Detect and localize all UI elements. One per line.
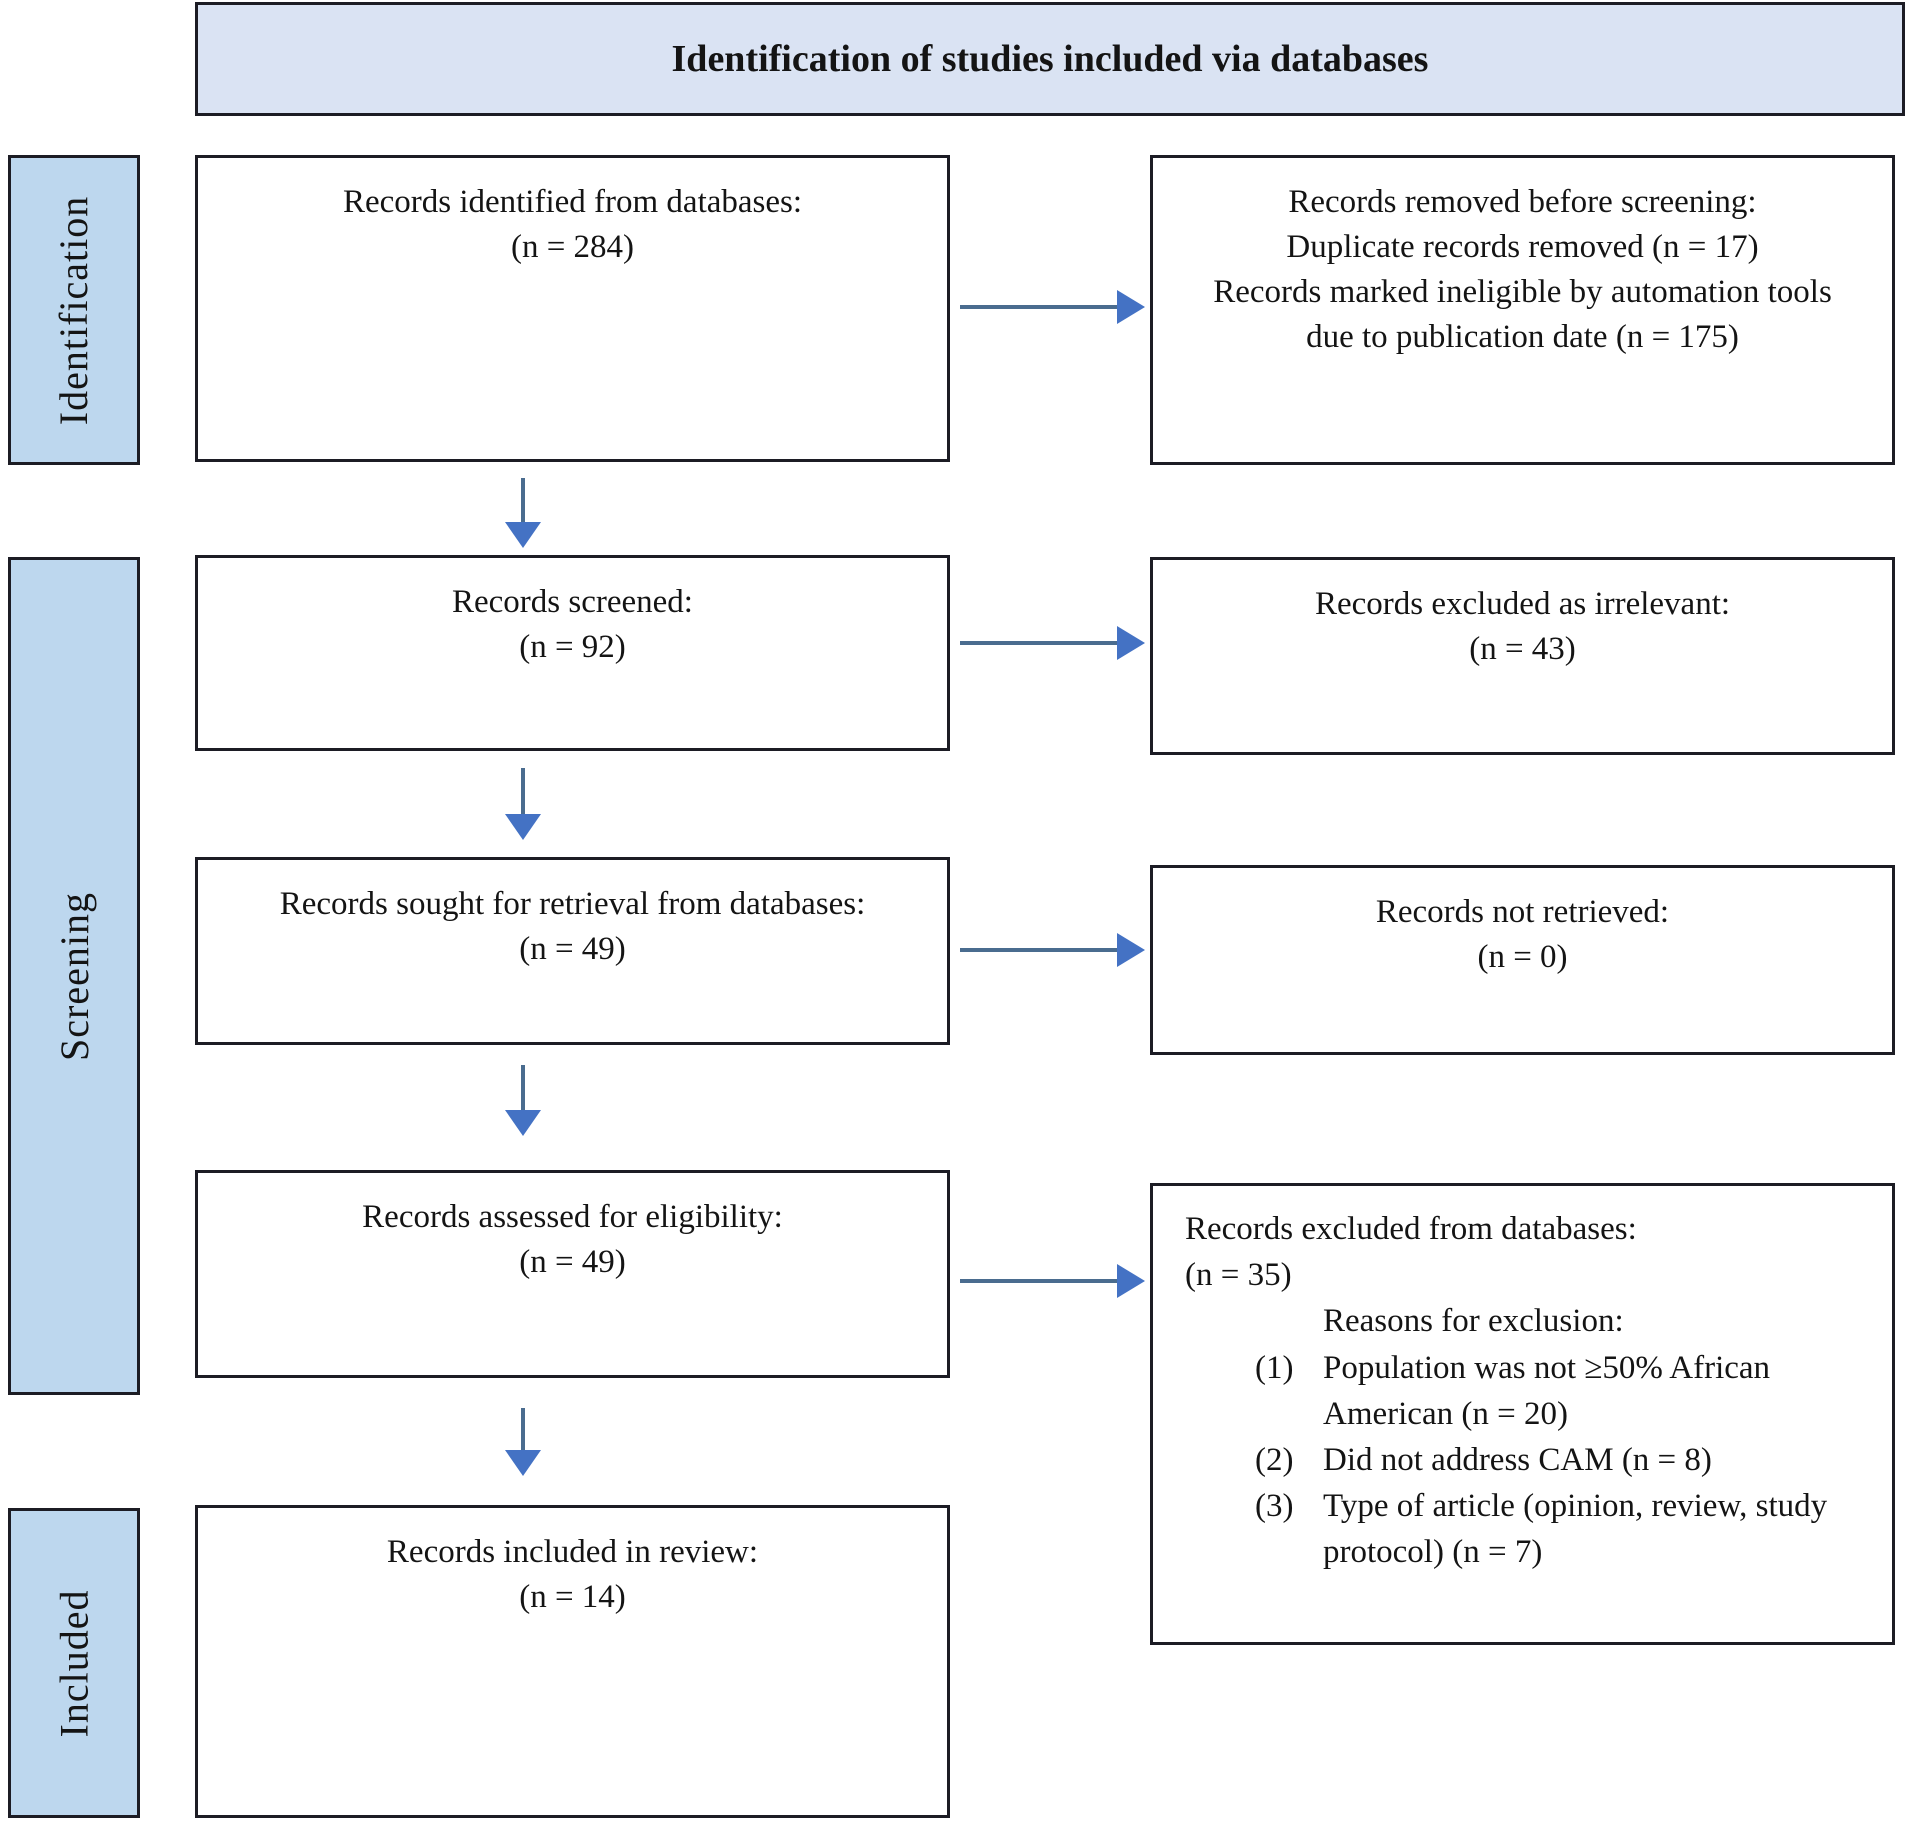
box-records-removed-before-screening: Records removed before screening: Duplic…: [1150, 155, 1895, 465]
reason-text: Type of article (opinion, review, study …: [1323, 1488, 1828, 1571]
text-line: (n = 284): [510, 228, 635, 265]
text-line: (n = 92): [519, 628, 626, 665]
arrow-head-icon: [505, 814, 541, 840]
reason-item: (3) Type of article (opinion, review, st…: [1255, 1483, 1864, 1575]
reason-text: Population was not ≥50% African American…: [1323, 1349, 1771, 1432]
arrow-line: [960, 305, 1117, 309]
arrow-line: [521, 768, 525, 814]
text-line: (n = 14): [519, 1578, 626, 1615]
text-line: (n = 43): [1469, 630, 1576, 667]
text-line: Records sought for retrieval from databa…: [279, 886, 866, 922]
stage-included: Included: [8, 1508, 140, 1818]
arrow-head-icon: [505, 1110, 541, 1136]
text-line: Records removed before screening:: [1288, 184, 1757, 220]
box-records-excluded-irrelevant: Records excluded as irrelevant: (n = 43): [1150, 557, 1895, 755]
arrow-line: [960, 1279, 1117, 1283]
box-records-sought-retrieval: Records sought for retrieval from databa…: [195, 857, 950, 1045]
stage-identification-label: Identification: [51, 195, 97, 425]
text-line: Records excluded from databases:: [1185, 1211, 1637, 1247]
stage-identification: Identification: [8, 155, 140, 465]
arrow-head-icon: [1117, 290, 1145, 324]
text-line: (n = 0): [1477, 938, 1568, 975]
text-line: Records identified from databases:: [342, 184, 803, 220]
arrow-assessed-to-excluded-databases: [960, 1264, 1145, 1298]
arrow-head-icon: [1117, 626, 1145, 660]
box-records-excluded-from-databases: Records excluded from databases: (n = 35…: [1150, 1183, 1895, 1645]
text-line: Duplicate records removed (n = 17): [1286, 228, 1759, 265]
arrow-identified-to-removed: [960, 290, 1145, 324]
reason-number: (1): [1255, 1349, 1294, 1386]
reason-item: (2) Did not address CAM (n = 8): [1255, 1437, 1864, 1483]
arrow-line: [521, 478, 525, 522]
box-records-identified: Records identified from databases: (n = …: [195, 155, 950, 462]
arrow-line: [521, 1408, 525, 1450]
text-line: Records not retrieved:: [1375, 894, 1670, 930]
text-line: Records assessed for eligibility:: [362, 1199, 783, 1235]
arrow-screened-to-excluded: [960, 626, 1145, 660]
arrow-line: [521, 1065, 525, 1110]
arrow-head-icon: [1117, 933, 1145, 967]
stage-screening-label: Screening: [51, 891, 97, 1061]
text-line: (n = 49): [519, 1243, 626, 1280]
arrow-assessed-to-included: [505, 1408, 541, 1476]
box-records-not-retrieved: Records not retrieved: (n = 0): [1150, 865, 1895, 1055]
arrow-identified-to-screened: [505, 478, 541, 548]
arrow-sought-to-assessed: [505, 1065, 541, 1136]
diagram-title: Identification of studies included via d…: [671, 38, 1429, 80]
text-line: Records excluded as irrelevant:: [1314, 586, 1731, 622]
text-line: Records included in review:: [386, 1534, 759, 1570]
arrow-head-icon: [1117, 1264, 1145, 1298]
arrow-line: [960, 948, 1117, 952]
box-records-included: Records included in review: (n = 14): [195, 1505, 950, 1818]
text-line: Records screened:: [452, 584, 693, 620]
reason-number: (2): [1255, 1441, 1294, 1478]
text-line: Records marked ineligible by automation …: [1213, 273, 1832, 355]
arrow-head-icon: [505, 522, 541, 548]
title-banner: Identification of studies included via d…: [195, 2, 1905, 116]
arrow-screened-to-sought: [505, 768, 541, 840]
reasons-title: Reasons for exclusion:: [1323, 1303, 1624, 1340]
stage-screening: Screening: [8, 557, 140, 1395]
reason-text: Did not address CAM (n = 8): [1323, 1441, 1712, 1478]
arrow-head-icon: [505, 1450, 541, 1476]
arrow-line: [960, 641, 1117, 645]
box-records-assessed: Records assessed for eligibility: (n = 4…: [195, 1170, 950, 1378]
box-records-screened: Records screened: (n = 92): [195, 555, 950, 751]
reason-item: (1) Population was not ≥50% African Amer…: [1255, 1345, 1864, 1437]
text-line: (n = 49): [519, 930, 626, 967]
text-line: (n = 35): [1185, 1257, 1292, 1294]
arrow-sought-to-not-retrieved: [960, 933, 1145, 967]
reason-number: (3): [1255, 1488, 1294, 1525]
stage-included-label: Included: [51, 1589, 97, 1737]
